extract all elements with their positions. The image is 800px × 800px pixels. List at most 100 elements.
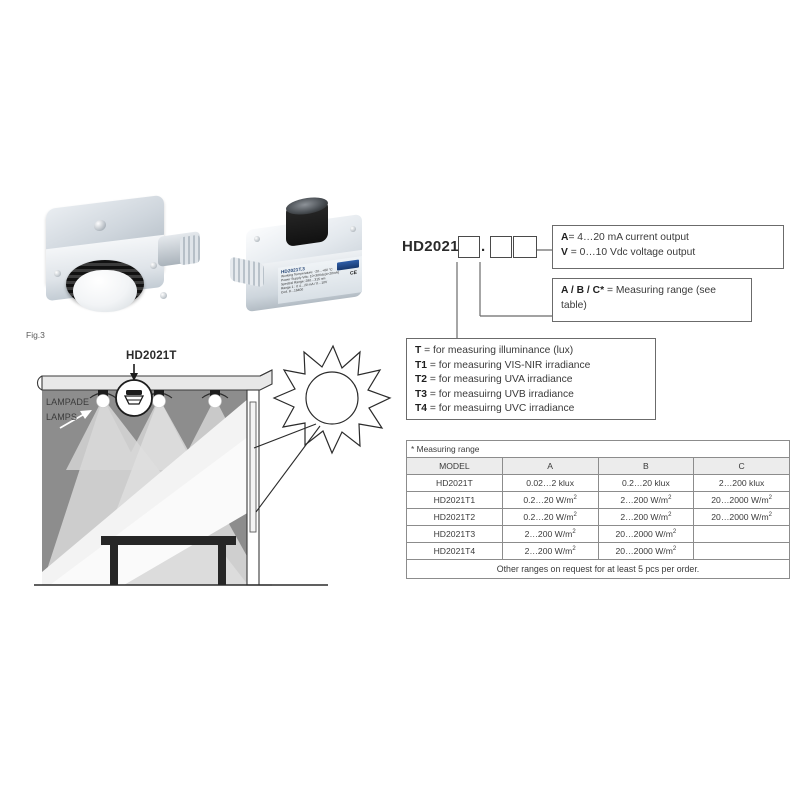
cell-model: HD2021T4	[406, 542, 503, 560]
table-header-row: MODEL A B C	[406, 457, 790, 475]
range-value: 2…200 W/m	[524, 546, 573, 556]
col-header-c: C	[693, 457, 790, 475]
range-value: 0.2…20 W/m	[523, 495, 574, 505]
cell-range-a: 2…200 W/m2	[501, 542, 599, 560]
range-value: 2…200 W/m	[620, 495, 669, 505]
type-code-t3: T3	[415, 388, 428, 400]
type-option-row: T2 = for measuring UVA irradiance	[415, 373, 647, 388]
table-leg	[218, 545, 226, 585]
type-code-t4: T4	[415, 403, 428, 414]
range-value: 2…200 W/m	[524, 529, 573, 539]
cell-model: HD2021T3	[406, 525, 503, 543]
hd2021-dome-diffuser-photo	[32, 194, 202, 326]
range-unit-sup: 2	[768, 512, 772, 519]
hd2021t3-cylinder-sensor-photo: HD2021T.3 Working Temperature: -20…+60 °…	[228, 195, 388, 331]
col-header-model: MODEL	[406, 457, 503, 475]
range-value: 2…200 klux	[718, 478, 765, 488]
output-option-row: V = 0…10 Vdc voltage output	[561, 246, 775, 261]
cell-range-a: 0.2…20 W/m2	[501, 508, 599, 526]
range-value: 20…2000 W/m	[711, 495, 769, 505]
order-code-separator: .	[481, 238, 486, 255]
type-option-row: T1 = for measuring VIS-NIR irradiance	[415, 359, 647, 374]
table-caption-row: * Measuring range	[406, 440, 790, 458]
diagram-svg	[34, 344, 392, 586]
table-row: HD2021T3 2…200 W/m2 20…2000 W/m2	[406, 525, 790, 543]
cell-model: HD2021T1	[406, 491, 503, 509]
cell-range-b: 2…200 W/m2	[597, 508, 695, 526]
lamps-label-en: LAMPS	[46, 412, 78, 422]
range-value: 20…2000 W/m	[711, 512, 769, 522]
order-code-box-output[interactable]	[513, 236, 537, 258]
measuring-range-option-box: A / B / C* = Measuring range (see table)	[552, 278, 752, 322]
type-text-t3: = for measuirng UVB irradiance	[427, 388, 574, 400]
output-code-v: V	[561, 246, 568, 258]
screw-icon	[160, 292, 167, 299]
output-code-a: A	[561, 232, 569, 243]
sun-icon	[272, 344, 392, 455]
type-text-t4: = for measuirng UVC irradiance	[427, 403, 575, 414]
output-option-row: A= 4…20 mA current output	[561, 231, 775, 246]
sensor-type-option-box: T = for measuring illuminance (lux) T1 =…	[406, 338, 656, 420]
order-code-box-range[interactable]	[490, 236, 512, 258]
cell-range-c	[693, 542, 790, 560]
table-leg	[110, 545, 118, 585]
cable-gland-nut	[180, 234, 200, 266]
room-installation-diagram: HD2021T LAMPADE LAMPS	[28, 340, 398, 610]
cell-range-a: 0.2…20 W/m2	[501, 491, 599, 509]
output-text-a: = 4…20 mA current output	[568, 232, 689, 243]
measuring-range-table: * Measuring range MODEL A B C HD2021T 0.…	[406, 440, 790, 579]
range-code: A / B / C*	[561, 285, 605, 296]
range-value: 20…2000 W/m	[615, 546, 673, 556]
cell-range-c: 20…2000 W/m2	[693, 508, 790, 526]
ordering-code-diagram: HD2021 . A= 4…20 mA current output V = 0…	[400, 222, 790, 432]
range-value: 0.2…20 W/m	[523, 512, 574, 522]
type-code-t2: T2	[415, 374, 428, 385]
type-text-t1: = for measuring VIS-NIR irradiance	[427, 359, 591, 371]
sensor-callout-label: HD2021T	[126, 350, 177, 362]
screw-icon	[150, 262, 157, 269]
cell-range-b: 2…200 W/m2	[597, 491, 695, 509]
cell-range-c	[693, 525, 790, 543]
output-option-box: A= 4…20 mA current output V = 0…10 Vdc v…	[552, 225, 784, 269]
order-code-prefix: HD2021	[402, 238, 459, 255]
cell-range-c: 20…2000 W/m2	[693, 491, 790, 509]
table-row: HD2021T1 0.2…20 W/m2 2…200 W/m2 20…2000 …	[406, 491, 790, 509]
range-table: * Measuring range MODEL A B C HD2021T 0.…	[406, 440, 790, 579]
table-footer-row: Other ranges on request for at least 5 p…	[406, 559, 790, 579]
range-value: 20…2000 W/m	[615, 529, 673, 539]
range-option-row: A / B / C* = Measuring range (see table)	[561, 284, 743, 313]
cell-range-b: 20…2000 W/m2	[597, 542, 695, 560]
cell-model: HD2021T2	[406, 508, 503, 526]
range-unit-sup: 2	[573, 495, 577, 502]
type-option-row: T3 = for measuirng UVB irradiance	[415, 388, 647, 403]
range-text: = Measuring range (see table)	[561, 285, 717, 311]
range-value: 0.02…2 klux	[526, 478, 575, 488]
col-header-b: B	[597, 457, 695, 475]
cell-model: HD2021T	[406, 474, 503, 492]
range-value: 2…200 W/m	[620, 512, 669, 522]
table-caption: * Measuring range	[406, 440, 790, 458]
type-option-row: T4 = for measuirng UVC irradiance	[415, 402, 647, 417]
range-value: 0.2…20 klux	[621, 478, 670, 488]
screw-icon	[54, 270, 61, 277]
screw-icon	[350, 226, 356, 232]
ce-mark-icon: CE	[350, 269, 357, 277]
order-code-box-type[interactable]	[458, 236, 480, 258]
type-code-t: T	[415, 345, 422, 356]
lamps-label-it: LAMPADE	[46, 397, 90, 407]
table-footer-note: Other ranges on request for at least 5 p…	[406, 559, 790, 579]
col-header-a: A	[501, 457, 599, 475]
table-row: HD2021T 0.02…2 klux 0.2…20 klux 2…200 kl…	[406, 474, 790, 492]
cell-range-a: 0.02…2 klux	[501, 474, 599, 492]
output-text-v: = 0…10 Vdc voltage output	[567, 246, 696, 258]
ordering-code-leaders	[456, 249, 552, 344]
type-option-row: T = for measuring illuminance (lux)	[415, 344, 647, 359]
type-code-t1: T1	[415, 359, 428, 371]
cell-range-b: 20…2000 W/m2	[597, 525, 695, 543]
range-unit-sup: 2	[672, 546, 677, 553]
range-unit-sup: 2	[668, 495, 672, 502]
range-unit-sup: 2	[668, 512, 672, 519]
diffuser-dome	[73, 270, 137, 312]
cell-range-c: 2…200 klux	[693, 474, 790, 492]
